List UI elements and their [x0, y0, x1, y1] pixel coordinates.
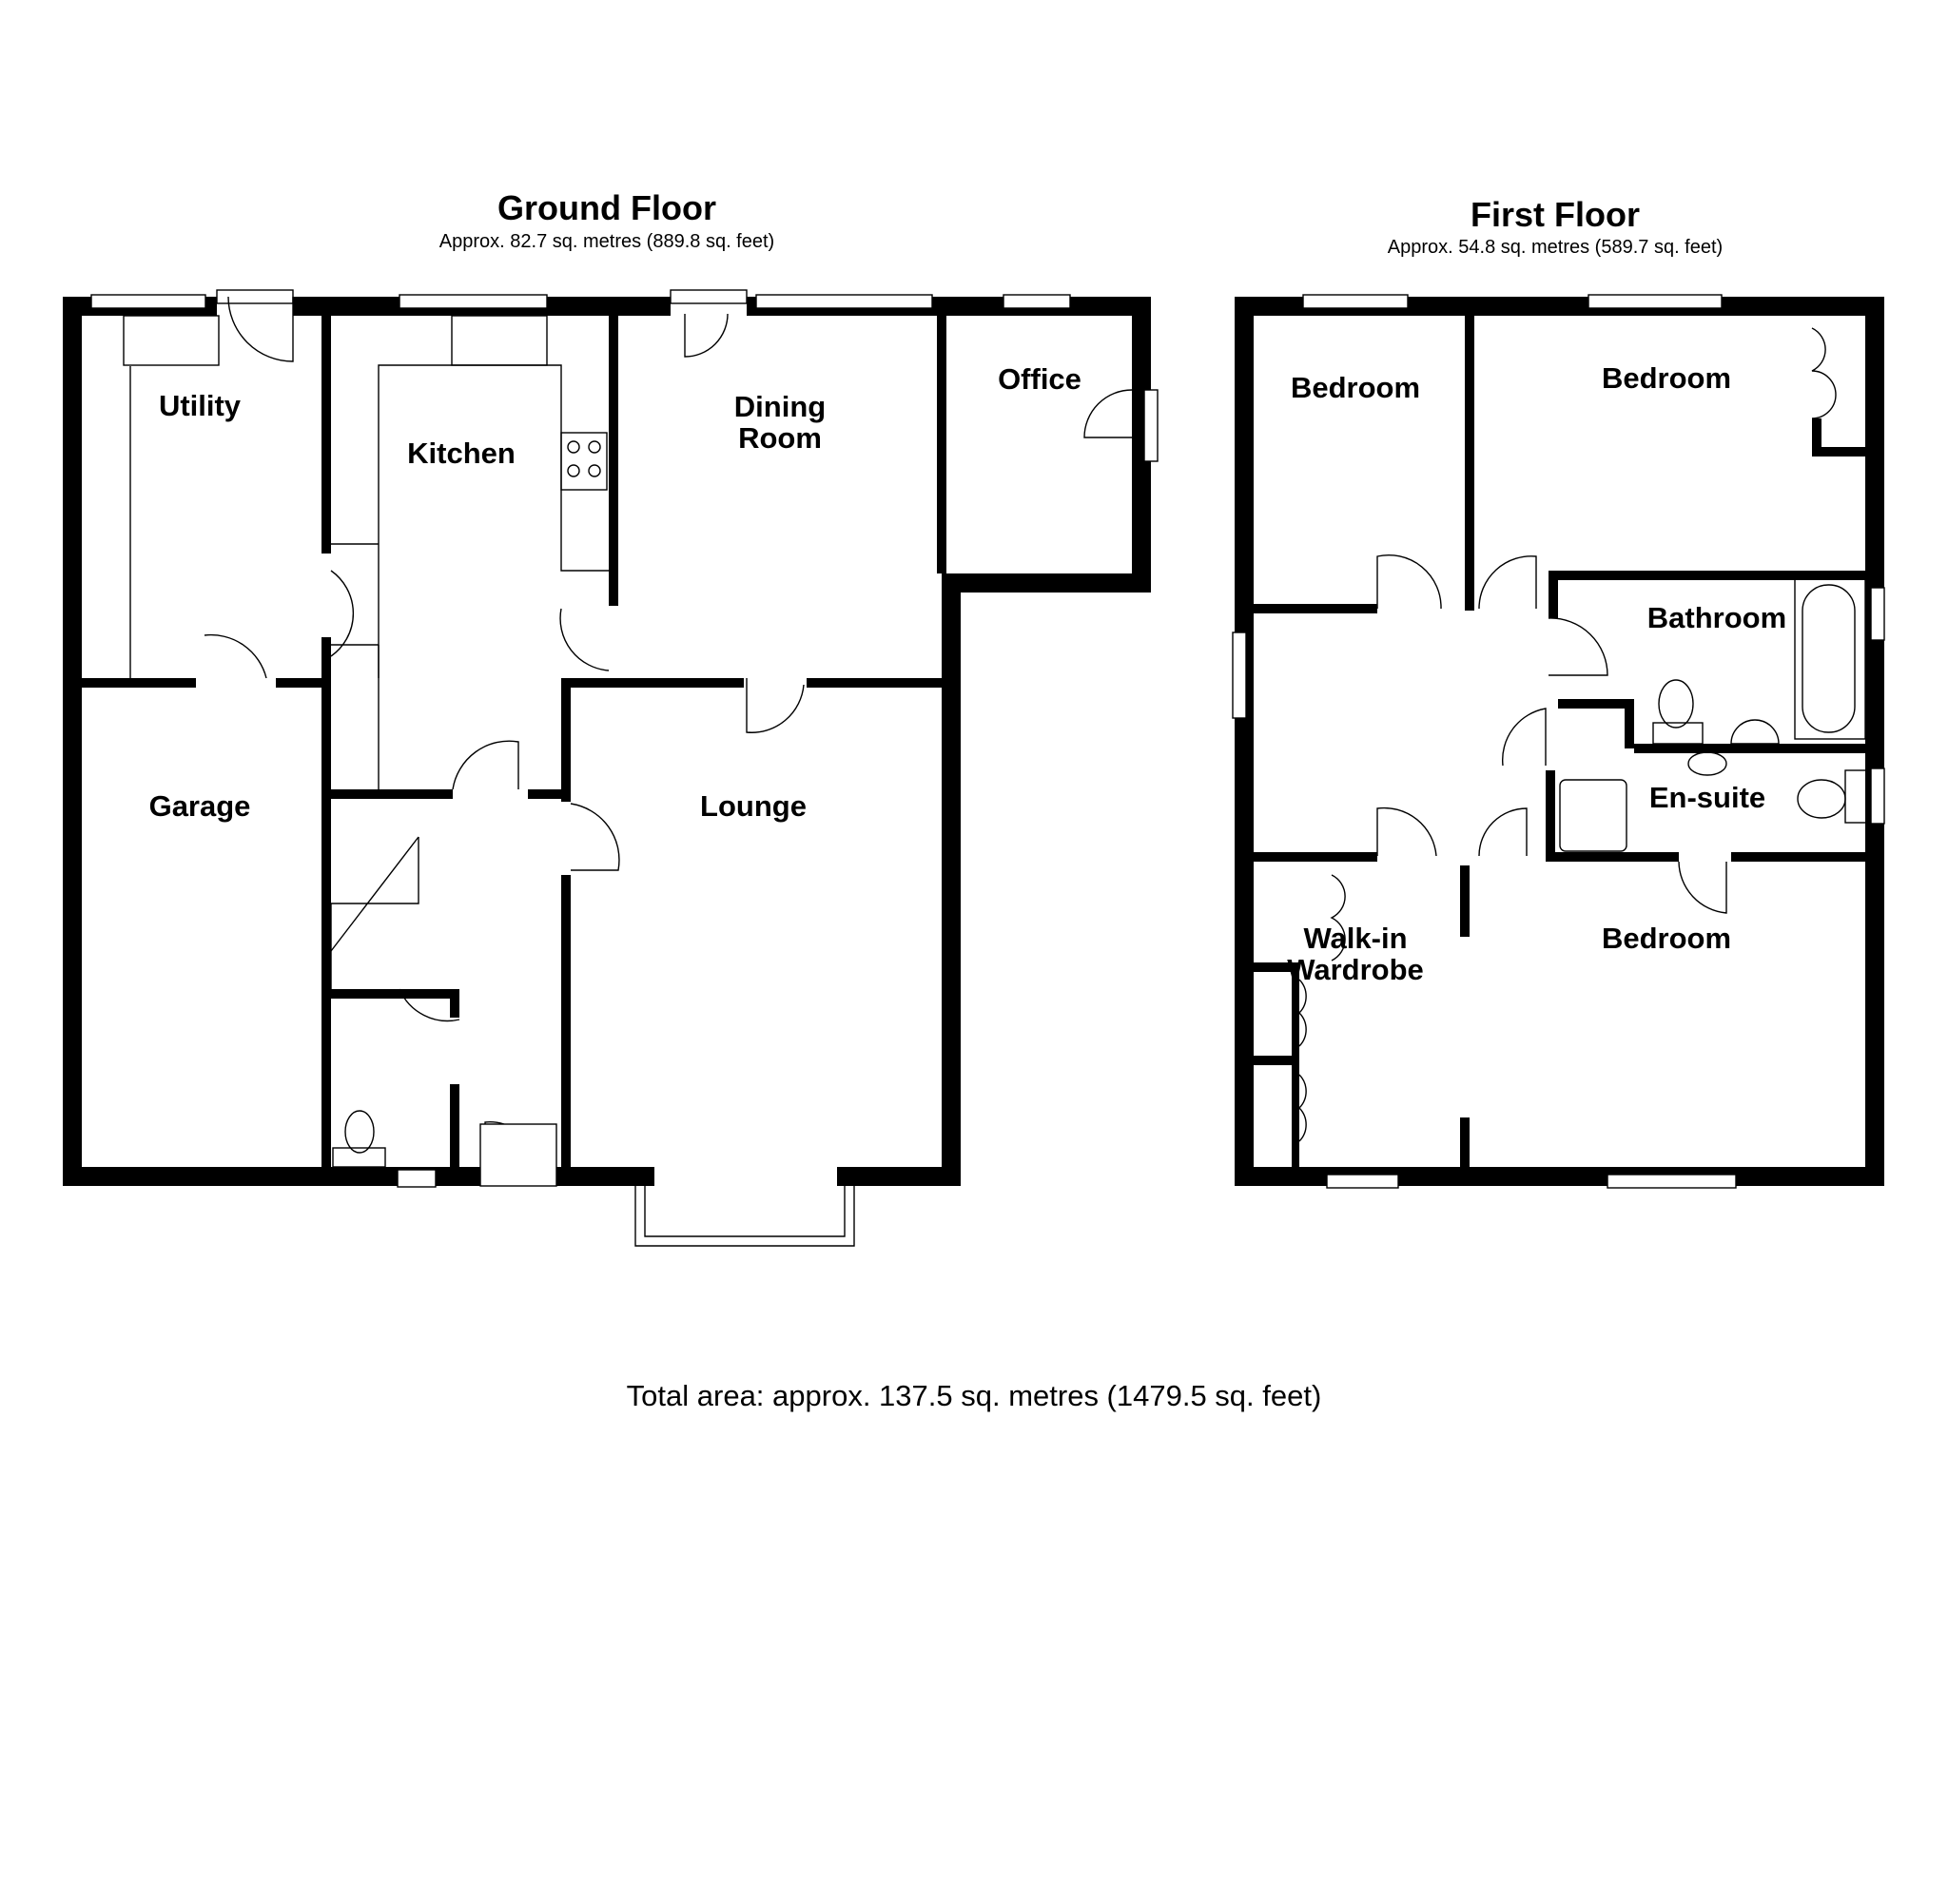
room-label-utility: Utility	[158, 389, 242, 422]
ground-floor-title: Ground Floor	[497, 188, 716, 227]
room-label-bedroom-3: Bedroom	[1601, 922, 1732, 955]
first-floor-title: First Floor	[1471, 195, 1640, 234]
room-label-bedroom-2: Bedroom	[1601, 361, 1732, 395]
room-label-walk-in-wardrobe: Walk-in Wardrobe	[1287, 922, 1424, 986]
first-floor-plan	[1232, 294, 1885, 1189]
room-label-dining-room: Dining Room	[733, 390, 827, 455]
first-floor-area: Approx. 54.8 sq. metres (589.7 sq. feet)	[1387, 237, 1724, 258]
total-area: Total area: approx. 137.5 sq. metres (14…	[626, 1379, 1322, 1412]
room-label-en-suite: En-suite	[1648, 781, 1766, 814]
ground-floor-plan	[63, 289, 1159, 1247]
room-label-lounge: Lounge	[700, 789, 807, 823]
ground-floor-area: Approx. 82.7 sq. metres (889.8 sq. feet)	[438, 231, 775, 252]
room-label-kitchen: Kitchen	[407, 437, 516, 470]
room-label-office: Office	[998, 362, 1081, 396]
room-label-garage: Garage	[148, 789, 251, 823]
room-label-bathroom: Bathroom	[1646, 601, 1787, 634]
room-label-bedroom-1: Bedroom	[1290, 371, 1421, 404]
